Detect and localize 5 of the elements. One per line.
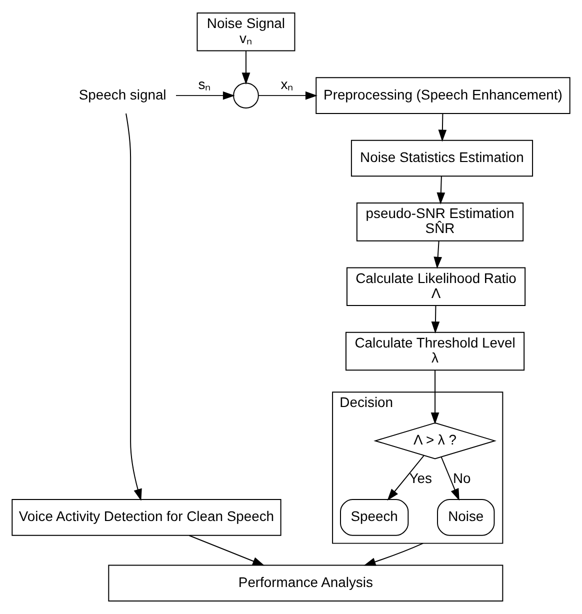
edge-label: sₙ bbox=[198, 76, 212, 92]
edge-label: No bbox=[453, 470, 471, 486]
edge-label: xₙ bbox=[280, 76, 294, 92]
node-text: Speech signal bbox=[78, 86, 166, 102]
edge-label: Yes bbox=[409, 470, 432, 486]
